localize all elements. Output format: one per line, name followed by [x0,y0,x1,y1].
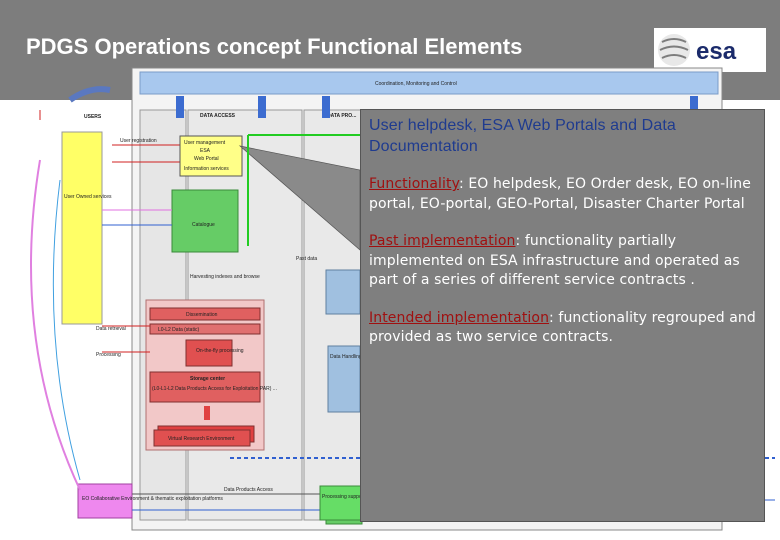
helpdesk-line-4: Information services [184,166,229,172]
callout-past: Past implementation: functionality parti… [369,232,756,291]
functionality-text: : EO helpdesk, EO Order desk, EO on-line… [369,176,751,212]
storage-label: Storage center [190,376,225,382]
storage-box [149,371,261,403]
data-access-label: DATA ACCESS [200,113,236,119]
processing-label: Processing [96,352,121,358]
past-data-label: Past data [296,256,317,262]
storage-detail: (L0-L1-L2 Data Products Access for Explo… [152,386,277,392]
data-processing-label: DATA PRO... [327,113,357,119]
helpdesk-box [179,135,243,177]
user-owned-label: User Owned services [64,194,112,200]
data-products-access-label: Data Products Access [224,487,273,493]
virtual-env-box [153,429,251,447]
dissemination-box [149,307,261,321]
processing-support-box [319,485,363,521]
past-text: : functionality partially implemented on… [369,233,740,288]
coordination-bar [139,71,719,95]
users-arrow [68,86,111,103]
slide-title: PDGS Operations concept Functional Eleme… [26,34,523,59]
up-arrow-1 [176,96,184,118]
data-handling-label: Data Handling [330,354,362,360]
intended-text: : functionality regrouped and provided a… [369,309,756,346]
users-label: USERS [84,114,102,120]
catalogue-box [171,189,239,253]
helpdesk-line-2: ESA [200,148,211,154]
on-the-fly-label: On-the-fly processing [196,348,244,354]
storage-arrow [204,406,210,420]
functionality-label: Functionality [369,176,459,192]
harvesting-label: Harvesting indexes and browse [190,274,260,280]
callout-functionality: Functionality: EO helpdesk, EO Order des… [369,175,756,214]
virtual-env-label: Virtual Research Environment [168,436,235,442]
data-retrieval-label: Data retrieval [96,326,126,332]
user-registration-label: User registration [120,138,157,144]
user-owned-services-box [61,131,103,325]
eo-collab-box [77,483,133,519]
catalogue-label: Catalogue [192,222,215,228]
intended-label: Intended implementation [369,309,550,326]
past-data-box [325,269,361,315]
l0-data-label: L0-L2 Data (static) [158,327,199,333]
up-arrow-3 [322,96,330,118]
helpdesk-callout: User helpdesk, ESA Web Portals and Data … [360,109,765,522]
helpdesk-line-1: User management [184,140,226,146]
coordination-bar-label: Coordination, Monitoring and Control [375,81,457,87]
dissemination-label: Dissemination [186,312,218,318]
l0-data-box [149,323,261,335]
helpdesk-line-3: Web Portal [194,156,219,162]
on-the-fly-box [185,339,233,367]
up-arrow-2 [258,96,266,118]
past-label: Past implementation [369,233,516,249]
logo-text: esa [696,38,737,65]
esa-logo: esa [654,28,766,72]
callout-intended: Intended implementation: functionality r… [369,309,756,348]
eo-collab-label: EO Collaborative Environment & thematic … [82,496,223,502]
data-handling-box [327,345,361,413]
callout-heading: User helpdesk, ESA Web Portals and Data … [369,117,676,155]
up-arrow-4 [690,96,698,112]
processing-support-label: Processing support [322,494,365,500]
